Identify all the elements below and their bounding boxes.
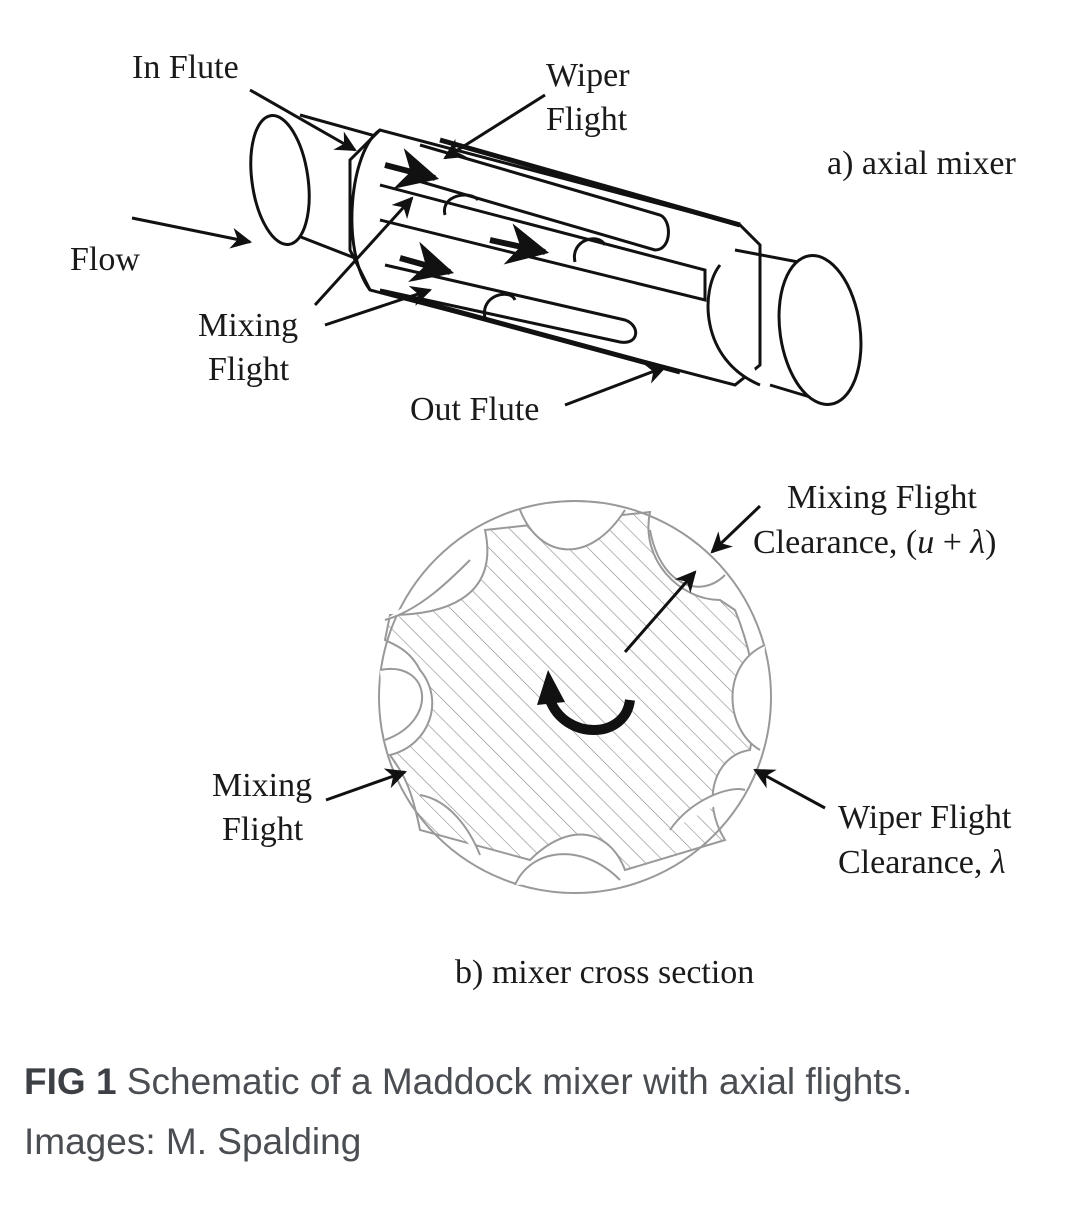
mixer-body [348,128,762,387]
label-mixing-flight-b-line1: Mixing [212,767,312,804]
caption-figure-number: FIG 1 [24,1061,117,1102]
label-mixing-flight-b-line2: Flight [222,811,304,848]
label-wiper-clearance-line1: Wiper Flight [838,799,1012,836]
cross-section-arrows [325,504,826,810]
label-wiper-flight-line1: Wiper [546,57,630,94]
mixing-clearance-arrow [710,504,762,554]
mixing-flight-arrow-2 [324,286,432,327]
label-flow: Flow [70,241,140,278]
flute-groove [414,143,670,252]
axial-mixer-labels: In Flute Wiper Flight a) axial mixer Flo… [70,49,1016,428]
maddock-mixer-figure: In Flute Wiper Flight a) axial mixer Flo… [70,49,1016,991]
flute-groove [379,263,638,344]
cross-section-labels: Mixing Flight Clearance, (u + λ) Mixing … [212,479,1012,991]
mixer-hatched-body [383,510,756,872]
label-wiper-clearance-line2: Clearance, λ [838,844,1006,881]
rotation-arrow [545,697,635,735]
right-shaft-end [777,254,863,406]
label-cross-section-title: b) mixer cross section [455,954,754,991]
wiper-flight-arrow [443,93,546,160]
label-wiper-flight-line2: Flight [546,101,628,138]
mixing-flight-b-arrow [325,768,407,802]
axial-mixer-drawing [249,113,863,406]
label-mixing-flight-line2: Flight [208,351,290,388]
radial-arrow [623,570,697,653]
label-out-flute: Out Flute [410,391,539,428]
axial-mixer-arrows [131,88,667,407]
label-mixing-flight-line1: Mixing [198,307,298,344]
label-axial-mixer-title: a) axial mixer [827,145,1016,182]
in-flute-arrow [249,88,357,152]
left-shaft-end [249,114,311,246]
figure-caption: FIG 1 Schematic of a Maddock mixer with … [24,1052,1024,1172]
label-mixing-clearance-line2: Clearance, (u + λ) [753,524,996,561]
wiper-clearance-arrow [753,768,826,810]
out-flute-arrow [564,363,667,407]
cross-section-drawing [378,500,772,894]
mixing-flight-arrow-1 [313,196,414,307]
label-in-flute: In Flute [132,49,239,86]
label-mixing-clearance-line1: Mixing Flight [787,479,977,516]
caption-text: Schematic of a Maddock mixer with axial … [24,1061,913,1162]
flow-arrow [131,216,253,249]
